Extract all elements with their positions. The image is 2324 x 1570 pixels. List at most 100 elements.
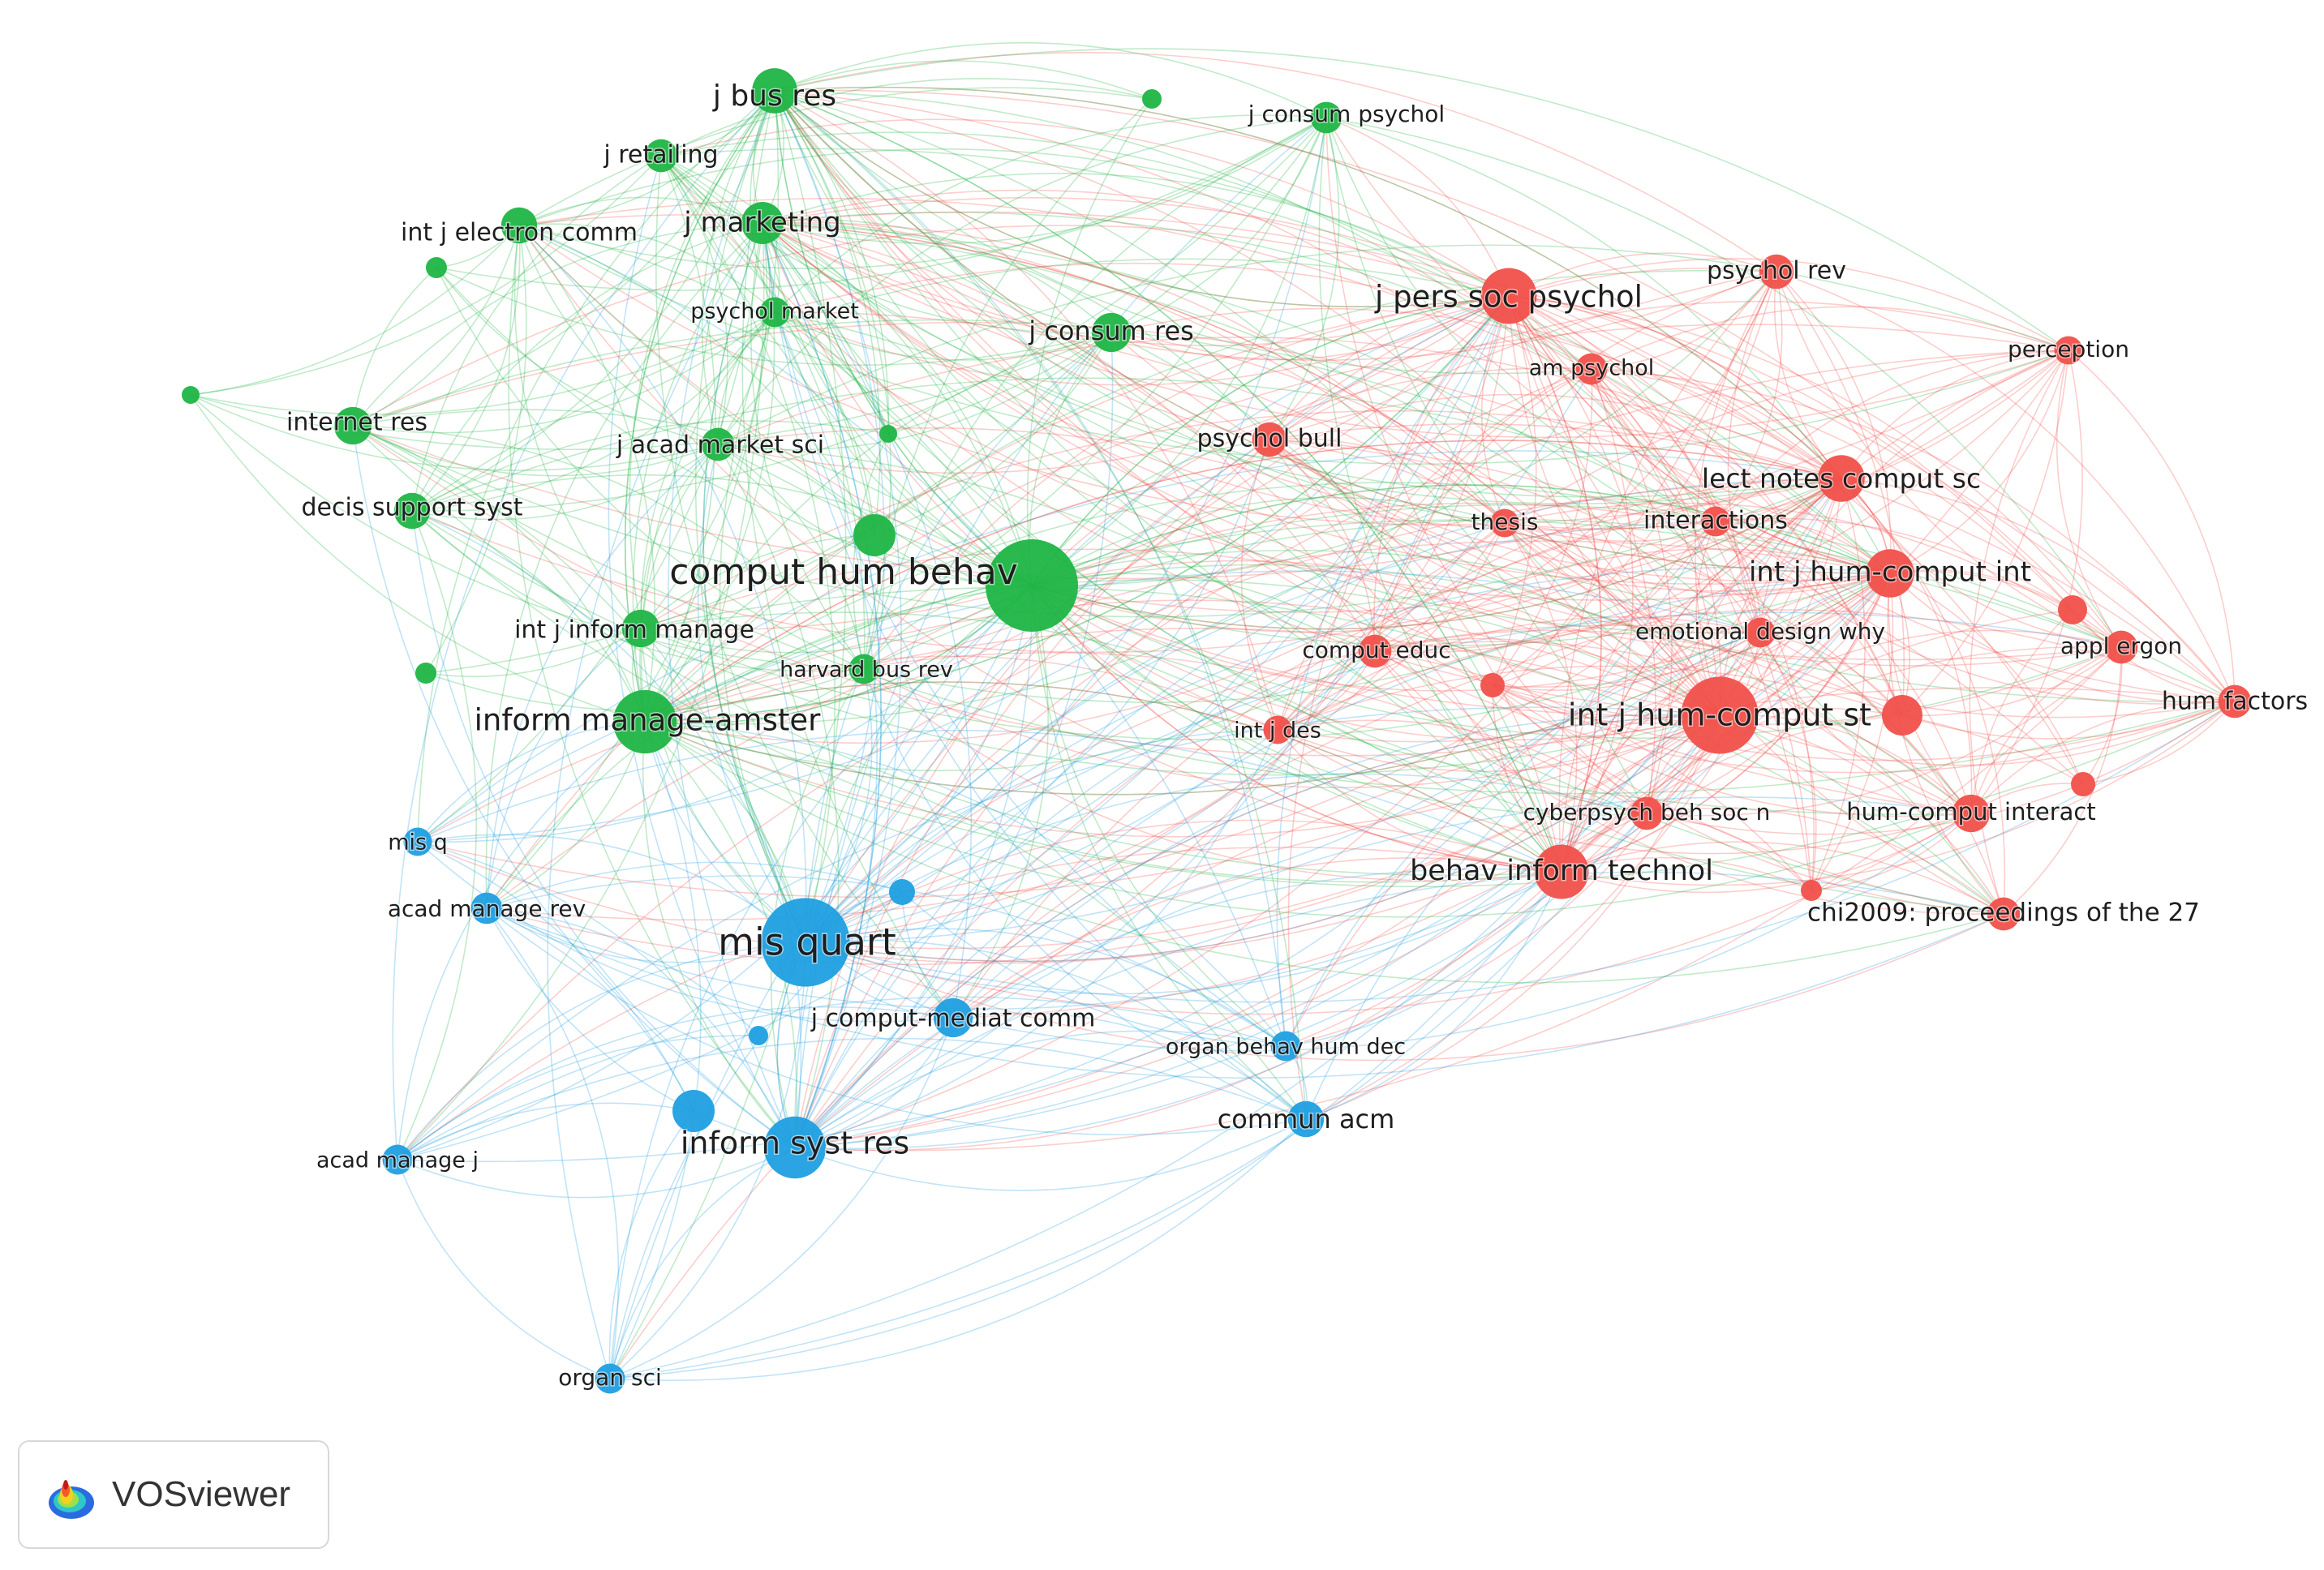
node-lect-notes-comput-sc[interactable] (1818, 455, 1865, 502)
node-acad-manage-j[interactable] (382, 1144, 413, 1175)
citation-link (901, 891, 1287, 1047)
node-mis-quart[interactable] (761, 898, 850, 987)
citation-link (411, 510, 1720, 776)
node-int-j-electron-comm[interactable] (500, 207, 538, 244)
citation-link (436, 267, 865, 670)
node-layer (182, 68, 2252, 1394)
citation-link (952, 813, 1972, 1052)
node-psychol-rev[interactable] (1759, 254, 1794, 290)
node-organ-sci[interactable] (595, 1363, 625, 1394)
node-inform-syst-res[interactable] (763, 1116, 827, 1179)
node-j-comput-mediat-comm[interactable] (933, 997, 973, 1038)
citation-link (352, 425, 2236, 795)
node-hum-comput-interact[interactable] (1952, 794, 1991, 833)
node-inform-manage-amster[interactable] (612, 689, 677, 754)
node-decis-support-syst[interactable] (393, 492, 431, 530)
citation-link (762, 222, 1891, 585)
node-psychol-market[interactable] (759, 297, 790, 328)
citation-link (1277, 616, 1761, 731)
citation-link (644, 522, 1506, 744)
unlabeled-node[interactable] (889, 879, 915, 905)
citation-link (762, 212, 1891, 574)
unlabeled-node[interactable] (749, 1026, 768, 1045)
unlabeled-node[interactable] (2058, 595, 2087, 624)
citation-link (794, 585, 1033, 1148)
citation-link (774, 90, 1592, 375)
citation-link (1759, 632, 1817, 891)
node-j-acad-market-sci[interactable] (701, 427, 735, 461)
unlabeled-node[interactable] (1480, 673, 1505, 697)
citation-link (644, 295, 1510, 723)
citation-link (518, 223, 775, 313)
citation-link (1110, 117, 1327, 333)
unlabeled-node[interactable] (672, 1090, 715, 1132)
citation-link (774, 90, 902, 1148)
node-int-j-hum-comput-st[interactable] (1681, 676, 1759, 754)
node-thesis[interactable] (1490, 508, 1519, 538)
citation-link (508, 225, 796, 1148)
node-int-j-inform-manage[interactable] (621, 609, 660, 648)
unlabeled-node[interactable] (1882, 695, 1922, 736)
node-j-pers-soc-psychol[interactable] (1480, 268, 1537, 324)
node-organ-behav-hum-dec[interactable] (1270, 1031, 1301, 1062)
citation-link (1715, 521, 2236, 705)
citation-link (1269, 300, 2069, 440)
node-cyberpsych-beh-soc-n[interactable] (1630, 796, 1664, 830)
node-behav-inform-technol[interactable] (1534, 844, 1589, 899)
node-appl-ergon[interactable] (2104, 630, 2138, 664)
citation-link (1508, 295, 2073, 611)
node-chi2009[interactable] (1987, 897, 2021, 931)
node-j-consum-res[interactable] (1091, 312, 1132, 353)
node-j-consum-psychol[interactable] (1310, 101, 1342, 134)
citation-link (660, 155, 2004, 915)
node-mis-q[interactable] (403, 827, 432, 856)
citation-link (1504, 522, 1891, 595)
unlabeled-node[interactable] (1142, 89, 1162, 109)
node-harvard-bus-rev[interactable] (848, 654, 879, 684)
unlabeled-node[interactable] (853, 514, 896, 556)
node-comput-hum-behav[interactable] (986, 539, 1078, 632)
citation-link (2082, 646, 2123, 785)
node-int-j-hum-comput-int[interactable] (1866, 549, 1914, 598)
node-int-j-des[interactable] (1263, 715, 1292, 744)
citation-link (486, 907, 1307, 1135)
unlabeled-node[interactable] (415, 663, 436, 684)
node-perception[interactable] (2054, 336, 2083, 365)
unlabeled-node[interactable] (1801, 880, 1822, 901)
node-interactions[interactable] (1700, 506, 1731, 537)
citation-link (1374, 368, 1592, 652)
node-commun-acm[interactable] (1287, 1100, 1325, 1138)
node-psychol-bull[interactable] (1252, 422, 1287, 457)
node-emotional-design-why[interactable] (1745, 617, 1776, 648)
citation-link (1269, 439, 1891, 592)
unlabeled-node[interactable] (2071, 772, 2095, 796)
citation-link (1561, 521, 1716, 873)
node-am-psychol[interactable] (1575, 353, 1608, 385)
citation-link (660, 148, 1891, 574)
citation-link (1504, 522, 1578, 873)
unlabeled-node[interactable] (426, 257, 447, 278)
citation-link (352, 425, 1562, 876)
citation-link (1277, 729, 1972, 855)
node-label-hum-factors: hum factors (2162, 688, 2308, 716)
citation-link (352, 225, 520, 427)
node-internet-res[interactable] (333, 406, 372, 445)
node-j-bus-res[interactable] (752, 68, 797, 114)
citation-link (644, 714, 1720, 838)
unlabeled-node[interactable] (879, 425, 897, 443)
node-label-organ-sci: organ sci (558, 1364, 662, 1391)
citation-link (774, 51, 1777, 272)
node-acad-manage-rev[interactable] (470, 892, 503, 924)
citation-link (1715, 517, 2073, 611)
node-j-marketing[interactable] (741, 202, 784, 244)
node-comput-educ[interactable] (1358, 634, 1392, 668)
unlabeled-node[interactable] (182, 386, 200, 404)
node-hum-factors[interactable] (2218, 684, 2252, 719)
node-j-retailing[interactable] (644, 139, 678, 173)
citation-link (805, 714, 1720, 963)
citation-link (1719, 701, 2236, 766)
citation-link (805, 813, 1972, 1015)
citation-link (1759, 632, 1903, 716)
citation-link (644, 482, 1716, 723)
citation-link (952, 714, 1720, 1019)
